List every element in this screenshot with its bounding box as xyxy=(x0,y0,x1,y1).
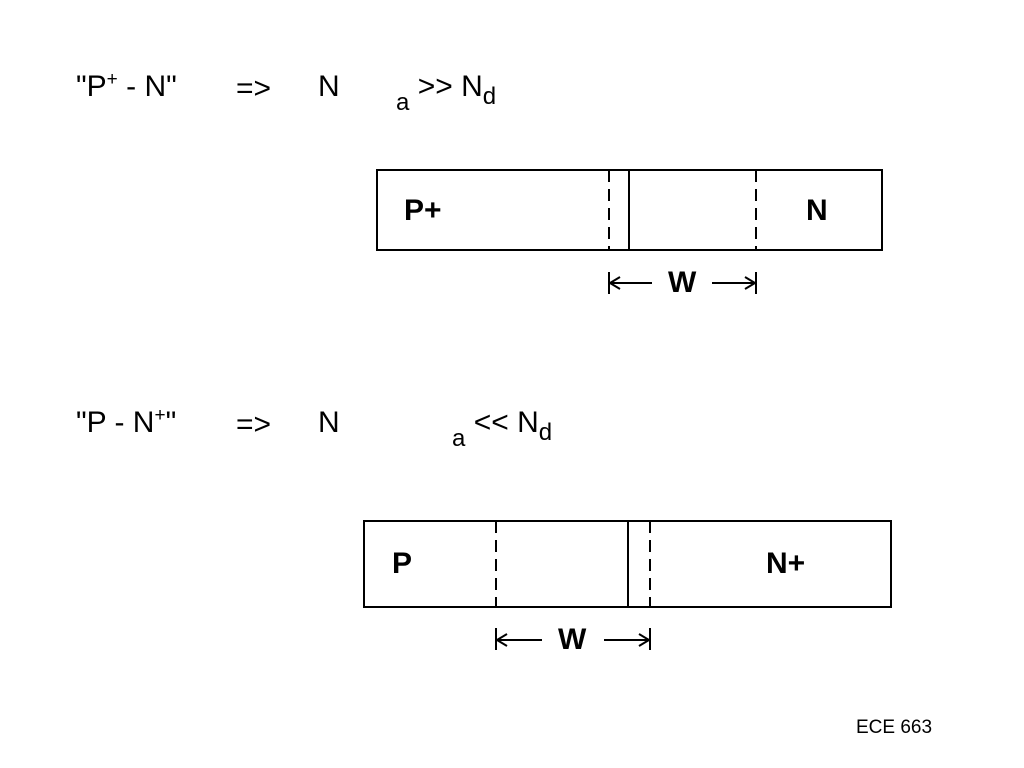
p-plus-n-label-suffix: - N" xyxy=(117,70,177,103)
p-n-plus-label-suffix: " xyxy=(165,406,177,439)
p-region-label: P xyxy=(392,547,413,580)
n-symbol-rel-1: N xyxy=(461,70,483,103)
acceptor-subscript-1: a xyxy=(396,89,410,116)
implies-arrow-2: => xyxy=(236,408,272,441)
relation-operator-1: >> xyxy=(417,70,453,103)
n-plus-region-label: N+ xyxy=(766,547,806,580)
acceptor-subscript-2: a xyxy=(452,425,466,452)
depletion-width-label-2: W xyxy=(558,623,587,656)
p-n-plus-diagram xyxy=(363,520,892,650)
donor-subscript-2: d xyxy=(538,419,553,446)
width-arrowhead-left-2 xyxy=(495,633,508,647)
p-plus-n-label-superscript: + xyxy=(106,69,118,90)
width-arrowhead-right-1 xyxy=(744,276,757,290)
width-arrowhead-left-1 xyxy=(608,276,621,290)
p-n-plus-label: "P - N+" xyxy=(76,405,177,439)
p-n-plus-label-superscript: + xyxy=(154,405,166,426)
doping-relation-1: a >> Nd xyxy=(396,70,496,115)
donor-subscript-1: d xyxy=(482,83,497,110)
course-label: ECE 663 xyxy=(856,717,933,738)
depletion-width-label-1: W xyxy=(668,266,697,299)
implies-arrow-1: => xyxy=(236,72,272,105)
relation-operator-2: << xyxy=(473,406,509,439)
n-symbol-1: N xyxy=(318,70,340,103)
p-plus-n-label: "P+ - N" xyxy=(76,69,177,103)
p-plus-n-label-prefix: "P xyxy=(76,70,107,103)
doping-relation-2: a << Nd xyxy=(452,406,552,451)
p-plus-n-diagram xyxy=(376,169,883,294)
n-region-label: N xyxy=(806,194,828,227)
width-arrowhead-right-2 xyxy=(638,633,651,647)
n-symbol-2: N xyxy=(318,406,340,439)
p-n-plus-label-prefix: "P - N xyxy=(76,406,155,439)
n-symbol-rel-2: N xyxy=(517,406,539,439)
p-plus-region-label: P+ xyxy=(404,194,442,227)
